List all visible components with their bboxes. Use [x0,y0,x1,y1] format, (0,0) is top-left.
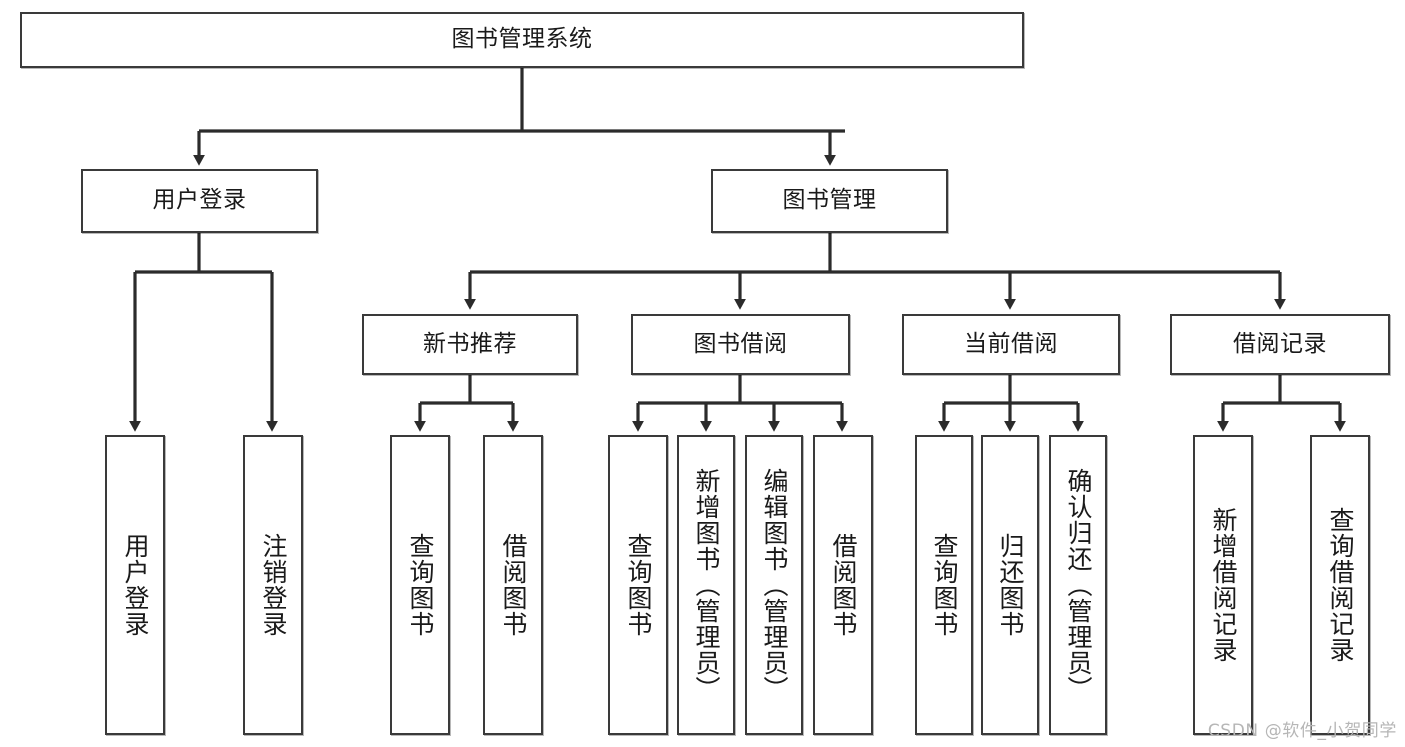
leaf-add-book-label: 新增图书（管理员） [692,468,721,702]
leaf-logout[interactable]: 注销登录 [243,435,303,735]
node-new-book-recommend[interactable]: 新书推荐 [362,314,578,375]
leaf-query-book-3-label: 查询图书 [930,533,959,637]
leaf-add-book[interactable]: 新增图书（管理员） [677,435,735,735]
leaf-return-book-label: 归还图书 [996,533,1025,637]
leaf-user-login[interactable]: 用户登录 [105,435,165,735]
watermark: CSDN @软件_小贺同学 [1207,721,1397,741]
node-borrow-record[interactable]: 借阅记录 [1170,314,1390,375]
leaf-logout-label: 注销登录 [259,533,288,637]
leaf-query-book-2[interactable]: 查询图书 [608,435,668,735]
leaf-confirm-return-label: 确认归还（管理员） [1064,468,1093,702]
leaf-borrow-book-2-label: 借阅图书 [829,533,858,637]
node-root-label: 图书管理系统 [451,26,593,53]
node-new-book-recommend-label: 新书推荐 [423,330,517,357]
leaf-query-book-1-label: 查询图书 [406,533,435,637]
node-user-login-label: 用户登录 [152,187,247,214]
node-book-manage-label: 图书管理 [782,187,877,214]
leaf-add-record-label: 新增借阅记录 [1209,507,1238,663]
node-root[interactable]: 图书管理系统 [20,12,1024,68]
leaf-query-record[interactable]: 查询借阅记录 [1310,435,1370,735]
leaf-borrow-book-2[interactable]: 借阅图书 [813,435,873,735]
node-book-manage[interactable]: 图书管理 [711,169,948,233]
leaf-edit-book[interactable]: 编辑图书（管理员） [745,435,803,735]
leaf-edit-book-label: 编辑图书（管理员） [760,468,789,702]
node-book-borrow[interactable]: 图书借阅 [631,314,850,375]
leaf-borrow-book-1[interactable]: 借阅图书 [483,435,543,735]
node-current-borrow-label: 当前借阅 [964,330,1058,357]
node-user-login[interactable]: 用户登录 [81,169,318,233]
leaf-borrow-book-1-label: 借阅图书 [499,533,528,637]
leaf-query-book-3[interactable]: 查询图书 [915,435,973,735]
leaf-add-record[interactable]: 新增借阅记录 [1193,435,1253,735]
node-current-borrow[interactable]: 当前借阅 [902,314,1120,375]
leaf-query-record-label: 查询借阅记录 [1326,507,1355,663]
leaf-user-login-label: 用户登录 [121,533,150,637]
leaf-query-book-1[interactable]: 查询图书 [390,435,450,735]
node-book-borrow-label: 图书借阅 [693,330,788,357]
leaf-confirm-return[interactable]: 确认归还（管理员） [1049,435,1107,735]
leaf-query-book-2-label: 查询图书 [624,533,653,637]
node-borrow-record-label: 借阅记录 [1233,330,1327,357]
leaf-return-book[interactable]: 归还图书 [981,435,1039,735]
